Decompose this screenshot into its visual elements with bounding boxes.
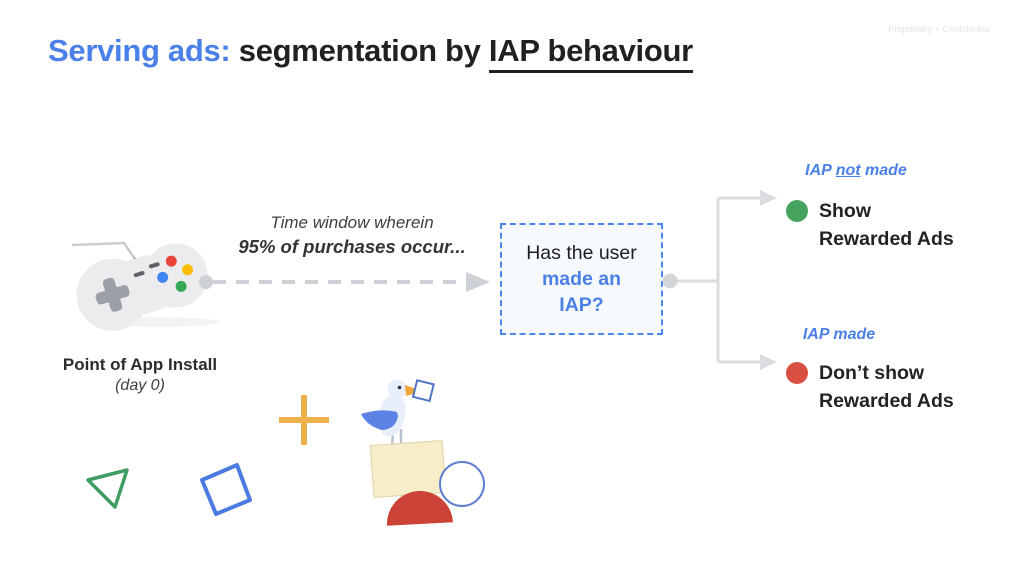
time-window-caption: Time window wherein 95% of purchases occ…	[228, 213, 476, 258]
decision-line1: Has the user	[526, 242, 637, 264]
yellow-button	[182, 264, 194, 276]
controller-body	[76, 243, 208, 331]
label-suffix: made	[860, 162, 907, 179]
label-emph-underlined: not	[835, 162, 861, 179]
decision-box: Has the user made an IAP?	[500, 223, 663, 335]
green-status-dot	[786, 200, 808, 222]
blue-circle-outline	[439, 461, 485, 507]
branch-iap: Don’t show Rewarded Ads	[786, 359, 954, 415]
seagull-illustration	[361, 379, 485, 526]
branch-no-iap-action: Show Rewarded Ads	[819, 197, 954, 253]
action-line2: Rewarded Ads	[819, 228, 954, 250]
fork-connector	[662, 190, 777, 370]
gull-head	[387, 379, 407, 399]
branch-iap-action: Don’t show Rewarded Ads	[819, 359, 954, 415]
square-outline-shape	[200, 463, 252, 516]
red-semicircle	[387, 491, 453, 526]
time-window-line1: Time window wherein	[270, 213, 434, 232]
action-line1: Don’t show	[819, 362, 925, 384]
branch-label-iap: IAP made	[802, 326, 876, 343]
dashed-arrow	[199, 272, 490, 292]
plus-shape	[279, 395, 329, 445]
time-window-line2: 95% of purchases occur...	[238, 236, 466, 257]
start-button	[148, 262, 160, 269]
game-controller-icon	[71, 241, 219, 331]
carried-square	[411, 379, 435, 403]
install-label: Point of App Install	[62, 355, 218, 374]
cream-rectangle	[369, 440, 447, 498]
install-sublabel: (day 0)	[115, 377, 165, 394]
title-underlined: IAP behaviour	[488, 33, 693, 73]
title-rest: segmentation by	[230, 33, 489, 68]
action-line2: Rewarded Ads	[819, 390, 954, 412]
label-prefix: IAP	[805, 162, 836, 179]
gull-eye	[397, 385, 402, 390]
gull-wing	[361, 410, 398, 430]
confidential-label: Proprietary + Confidential	[888, 24, 990, 34]
controller-cord	[71, 241, 139, 263]
green-button	[175, 280, 187, 292]
arrowhead-icon	[466, 272, 490, 292]
blue-button	[157, 271, 169, 283]
fork-arrowhead-bottom	[760, 354, 777, 370]
select-button	[133, 271, 145, 278]
triangle-outline-shape	[86, 468, 129, 509]
decision-line3: IAP?	[559, 294, 604, 316]
decision-line2: made an	[541, 268, 622, 290]
red-status-dot	[786, 362, 808, 384]
timeline-start-dot	[199, 275, 213, 289]
branch-no-iap: Show Rewarded Ads	[786, 197, 954, 253]
fork-dot	[662, 273, 678, 289]
page-title: Serving ads: segmentation by IAP behavio…	[48, 33, 693, 73]
fork-arrowhead-top	[760, 190, 777, 206]
install-caption: Point of App Install (day 0)	[40, 355, 240, 395]
action-line1: Show	[819, 200, 871, 222]
title-accent: Serving ads:	[48, 33, 231, 68]
red-button	[165, 255, 177, 267]
branch-label-no-iap: IAP not made	[795, 162, 917, 180]
